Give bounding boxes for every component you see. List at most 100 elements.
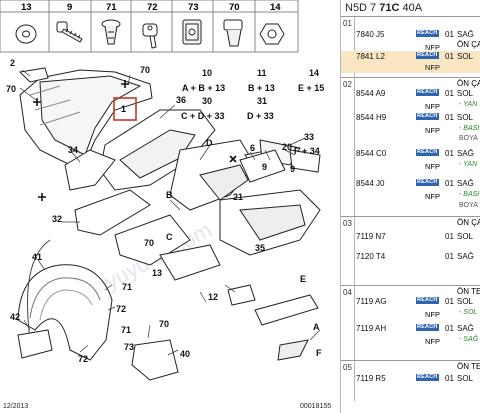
part-side: SOL [457, 52, 474, 61]
callout: 13 [21, 2, 32, 13]
part-ref[interactable]: 8544 A9 [356, 89, 386, 98]
part-qty: 01 [445, 374, 454, 383]
part-note: - BASI [459, 191, 480, 198]
callout: 11 [257, 68, 267, 78]
callout: 14 [309, 68, 319, 78]
rivet-clip-icon [223, 19, 243, 47]
callout: 20 [282, 142, 292, 152]
fastener-numbers: 13 9 71 72 73 70 14 [21, 2, 281, 13]
part-note: - SOL [459, 309, 478, 316]
part-ref[interactable]: 8544 C0 [356, 149, 387, 158]
screw-icon [56, 21, 83, 43]
reach-badge: REACH [416, 374, 439, 381]
callout: 12 [208, 292, 218, 302]
nfp-label: NFP [425, 192, 440, 201]
parts-group: 05 ÖN TE 7119 R5 REACH 01 SOL [341, 361, 480, 401]
part-qty: 01 [445, 252, 454, 261]
part-qty: 01 [445, 113, 454, 122]
nfp-label: NFP [425, 43, 440, 52]
nfp-label: NFP [425, 310, 440, 319]
part-nfp-row: NFP [341, 42, 480, 53]
part-ref[interactable]: 8544 H9 [356, 113, 387, 122]
part-qty: 01 [445, 89, 454, 98]
callout: 34 [68, 145, 78, 155]
part-side: SOL [457, 113, 474, 122]
part-note: - YAN [459, 101, 478, 108]
part-qty: 01 [445, 149, 454, 158]
callout: 70 [6, 84, 16, 94]
part-row[interactable]: 7119 N7 01 SOL [341, 231, 480, 242]
exploded-parts-diagram: 13 9 71 72 73 70 14 yuyuka.com [0, 0, 332, 410]
part-qty: 01 [445, 52, 454, 61]
footer-code: 00018155 [300, 403, 331, 410]
parts-group: 03 ÖN ÇA 7119 N7 01 SOL 7120 T4 01 SAĞ [341, 217, 480, 286]
part-ref[interactable]: 8544 J0 [356, 179, 385, 188]
part-ref[interactable]: 7119 N7 [356, 232, 386, 241]
part-side: SOL [457, 232, 474, 241]
part-row[interactable]: 7119 R5 REACH 01 SOL [341, 373, 480, 384]
reach-badge: REACH [416, 149, 439, 156]
part-side: SAĞ [457, 149, 474, 158]
parts-group: 01 ÖN ÇA 7840 J5 REACH 01 SAĞ NFP 7841 L… [341, 17, 480, 78]
part-note-2: BOYA [459, 202, 478, 209]
part-ref[interactable]: 7119 AH [356, 324, 387, 333]
nfp-label: NFP [425, 126, 440, 135]
part-ref[interactable]: 7119 AG [356, 297, 387, 306]
part-qty: 01 [445, 30, 454, 39]
headlamp-support [239, 149, 321, 183]
nfp-label: NFP [425, 102, 440, 111]
part-side: SAĞ [457, 179, 474, 188]
part-ref[interactable]: 7120 T4 [356, 252, 386, 261]
callout: 32 [52, 214, 62, 224]
callout: 31 [257, 96, 267, 106]
part-side: SAĞ [457, 30, 474, 39]
reach-badge: REACH [416, 324, 439, 331]
part-qty: 01 [445, 324, 454, 333]
callout: D [206, 138, 213, 148]
part-qty: 01 [445, 297, 454, 306]
fastener-icons [15, 19, 285, 49]
callout: 72 [78, 354, 88, 364]
nfp-label: NFP [425, 63, 440, 72]
callout: 70 [229, 2, 240, 13]
header-suffix: 40A [402, 2, 423, 14]
part-side: SAĞ [457, 252, 474, 261]
part-row[interactable]: 7840 J5 REACH 01 SAĞ [341, 29, 480, 40]
part-ref[interactable]: 7840 J5 [356, 30, 385, 39]
part-row[interactable]: 7119 AG REACH 01 SOL [341, 296, 480, 307]
part-row[interactable]: 7119 AH REACH 01 SAĞ [341, 323, 480, 334]
leader-lines [19, 69, 321, 356]
callout: 2 [10, 58, 15, 68]
part-row[interactable]: 8544 J0 REACH 01 SAĞ [341, 178, 480, 189]
callout: 6 [250, 143, 255, 153]
reach-badge: REACH [416, 297, 439, 304]
part-side: SOL [457, 374, 474, 383]
group-number: 05 [343, 363, 352, 372]
part-row-highlighted[interactable]: 7841 L2 REACH 01 SOL [341, 51, 480, 62]
inner-structure [99, 109, 321, 256]
nfp-label: NFP [425, 337, 440, 346]
part-ref[interactable]: 7119 R5 [356, 374, 386, 383]
part-note: - YAN [459, 161, 478, 168]
callout: 71 [106, 2, 117, 13]
part-row[interactable]: 8544 C0 REACH 01 SAĞ [341, 148, 480, 159]
callout: 72 [147, 2, 158, 13]
fixing-markers [33, 80, 237, 201]
callout: 70 [144, 238, 154, 248]
part-row[interactable]: 8544 H9 REACH 01 SOL [341, 112, 480, 123]
group-title: ÖN ÇA [457, 218, 480, 227]
callout: C + D + 33 [181, 111, 225, 121]
callout: 14 [270, 2, 281, 13]
callout: D + 33 [247, 111, 274, 121]
group-number: 04 [343, 288, 352, 297]
part-row[interactable]: 8544 A9 REACH 01 SOL [341, 88, 480, 99]
group-title: ÖN TE [457, 362, 480, 371]
callout: 35 [255, 243, 265, 253]
part-side: SAĞ [457, 324, 474, 333]
parts-group: 04 ÖN TE 7119 AG REACH 01 SOL NFP - SOL … [341, 286, 480, 361]
rails [64, 149, 221, 281]
callout: E [300, 274, 306, 284]
lower-brackets [17, 284, 319, 381]
part-ref[interactable]: 7841 L2 [356, 52, 385, 61]
part-row[interactable]: 7120 T4 01 SAĞ [341, 251, 480, 262]
